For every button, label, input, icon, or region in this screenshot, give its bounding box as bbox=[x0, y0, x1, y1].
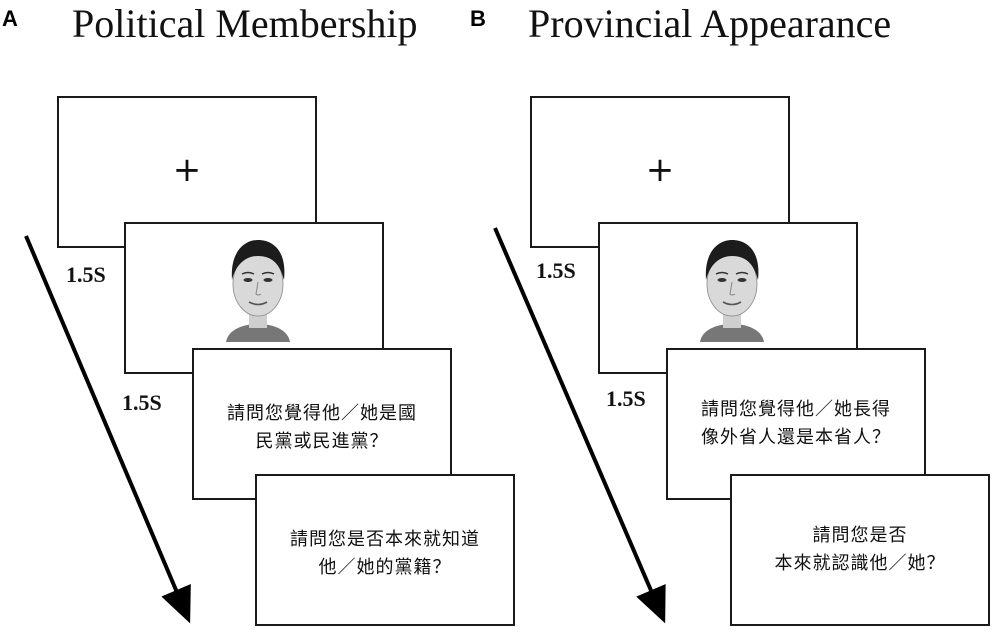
panel-letter: A bbox=[2, 6, 18, 31]
fixation-cross: + bbox=[645, 150, 675, 190]
panel-title: Political Membership bbox=[72, 1, 418, 46]
question-text-1: 請問您覺得他／她是國 民黨或民進黨？ bbox=[227, 403, 417, 452]
fixation-cross: + bbox=[172, 150, 202, 190]
face-duration: 1.5S bbox=[122, 390, 162, 415]
question-screen-2: 請問您是否 本來就認識他／她？ bbox=[730, 474, 990, 626]
question-text-2: 請問您是否本來就知道 他／她的黨籍？ bbox=[290, 529, 480, 578]
panel-b: B Provincial Appearance + 1.5S 1.5S 請問您覺… bbox=[470, 0, 990, 633]
fixation-duration: 1.5S bbox=[66, 262, 106, 287]
face-duration: 1.5S bbox=[606, 386, 646, 411]
panel-letter: B bbox=[470, 6, 486, 31]
panel-title: Provincial Appearance bbox=[528, 1, 892, 46]
question-screen-2: 請問您是否本來就知道 他／她的黨籍？ bbox=[255, 474, 515, 626]
question-text-1: 請問您覺得他／她長得 像外省人還是本省人？ bbox=[701, 399, 891, 448]
panel-a: A Political Membership + 1.5S 1.5S 請問您覺得… bbox=[2, 1, 515, 626]
fixation-duration: 1.5S bbox=[536, 258, 576, 283]
question-text-2: 請問您是否 本來就認識他／她？ bbox=[774, 525, 946, 574]
face-photo bbox=[226, 240, 290, 342]
face-photo bbox=[700, 240, 764, 342]
